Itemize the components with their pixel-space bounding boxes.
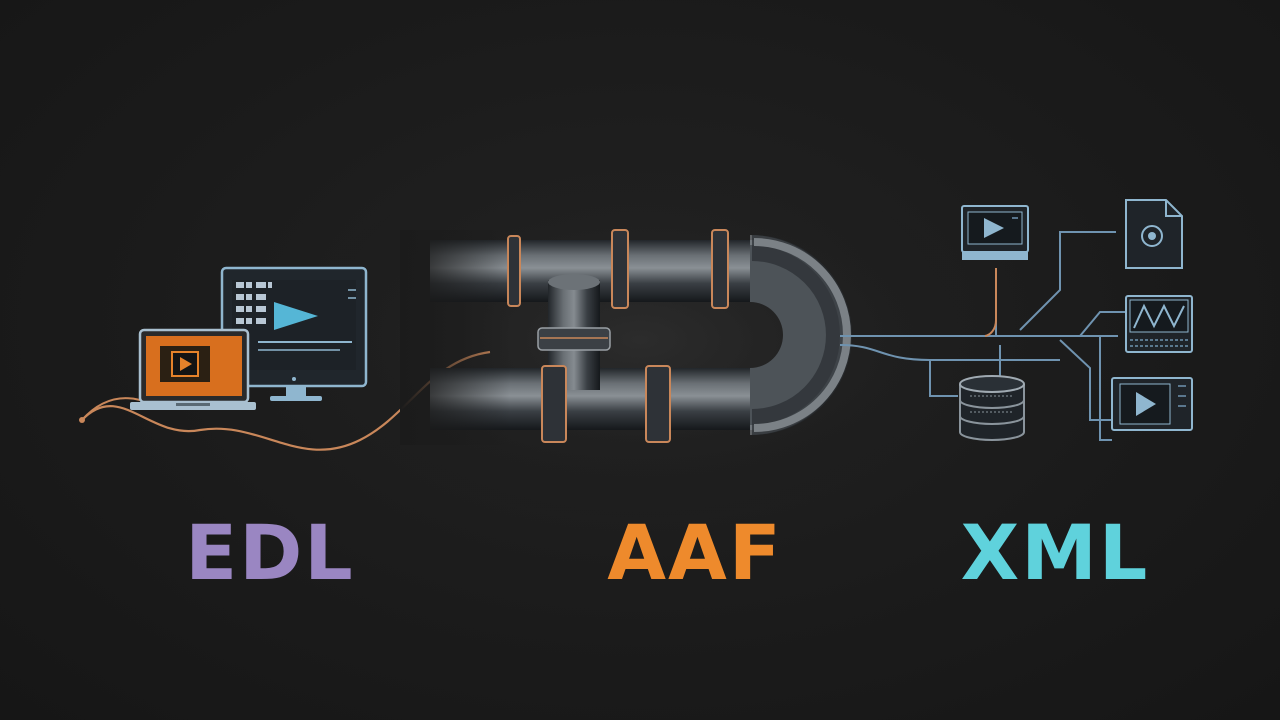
aaf-label: AAF bbox=[595, 508, 795, 598]
monitor-icon bbox=[220, 266, 368, 401]
waveform-icon bbox=[1125, 295, 1193, 353]
pipe-icon bbox=[400, 229, 852, 445]
document-icon bbox=[1125, 199, 1183, 269]
xml-label-text: XML bbox=[960, 508, 1150, 597]
edl-label-text: EDL bbox=[185, 508, 355, 597]
xml-devices bbox=[839, 199, 1193, 441]
play-icon bbox=[274, 302, 318, 330]
database-icon bbox=[959, 375, 1025, 441]
edl-devices bbox=[79, 266, 491, 451]
aaf-label-text: AAF bbox=[607, 508, 783, 597]
player-icon bbox=[1111, 377, 1193, 431]
xml-label: XML bbox=[950, 508, 1160, 598]
laptop-icon bbox=[130, 328, 256, 410]
video-monitor-icon bbox=[961, 205, 1029, 260]
edl-label: EDL bbox=[170, 508, 370, 598]
